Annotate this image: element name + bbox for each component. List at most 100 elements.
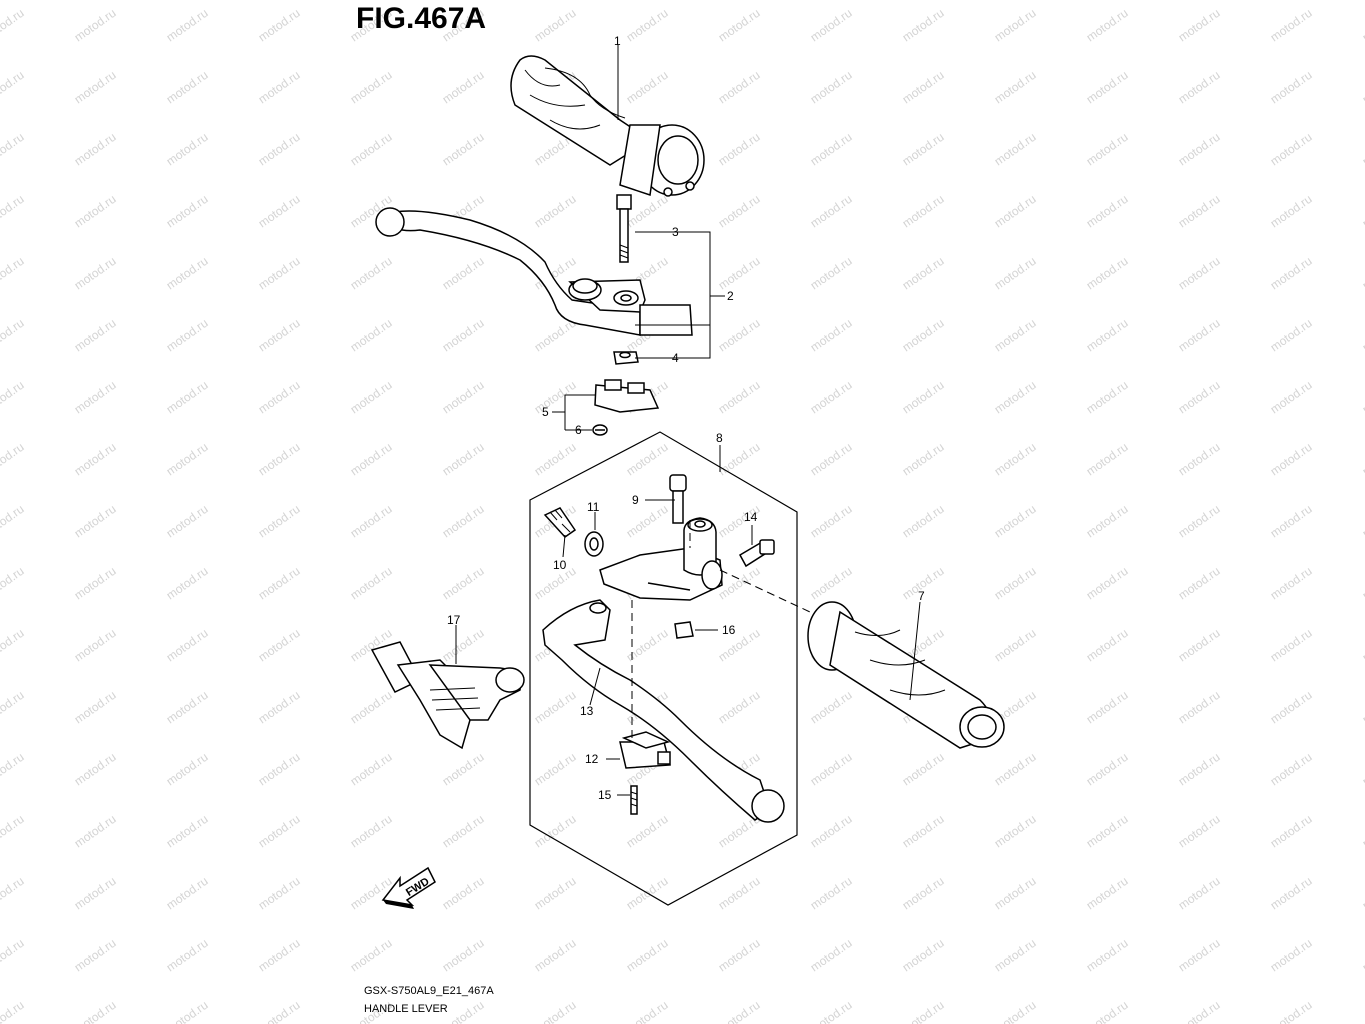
watermark-text: motod.ru bbox=[72, 6, 119, 45]
assembly-boundary-8 bbox=[529, 431, 798, 906]
watermark-text: motod.ru bbox=[1360, 68, 1365, 107]
watermark-text: motod.ru bbox=[440, 750, 487, 789]
part-screw-10[interactable] bbox=[543, 507, 577, 538]
watermark-text: motod.ru bbox=[0, 564, 27, 603]
watermark-text: motod.ru bbox=[348, 68, 395, 107]
watermark-text: motod.ru bbox=[164, 936, 211, 975]
part-throttle-grip[interactable] bbox=[510, 55, 705, 197]
part-bolt-9[interactable] bbox=[669, 474, 687, 524]
part-screw-6[interactable] bbox=[592, 424, 608, 436]
watermark-text: motod.ru bbox=[992, 874, 1039, 913]
watermark-text: motod.ru bbox=[1268, 750, 1315, 789]
part-nut-4[interactable] bbox=[613, 351, 639, 365]
watermark-text: motod.ru bbox=[1360, 812, 1365, 851]
watermark-text: motod.ru bbox=[72, 750, 119, 789]
part-clutch-lever-holder[interactable] bbox=[599, 517, 723, 601]
watermark-text: motod.ru bbox=[1360, 626, 1365, 665]
watermark-text: motod.ru bbox=[532, 812, 579, 851]
watermark-text: motod.ru bbox=[440, 874, 487, 913]
watermark-text: motod.ru bbox=[0, 874, 27, 913]
watermark-text: motod.ru bbox=[0, 998, 27, 1024]
part-bolt-14[interactable] bbox=[738, 539, 775, 568]
watermark-text: motod.ru bbox=[992, 440, 1039, 479]
watermark-text: motod.ru bbox=[992, 6, 1039, 45]
figure-caption: HANDLE LEVER bbox=[364, 1003, 448, 1015]
watermark-text: motod.ru bbox=[1268, 874, 1315, 913]
watermark-text: motod.ru bbox=[256, 936, 303, 975]
watermark-text: motod.ru bbox=[992, 936, 1039, 975]
watermark-text: motod.ru bbox=[256, 750, 303, 789]
watermark-text: motod.ru bbox=[164, 254, 211, 293]
watermark-text: motod.ru bbox=[532, 440, 579, 479]
watermark-text: motod.ru bbox=[1176, 130, 1223, 169]
watermark-text: motod.ru bbox=[440, 378, 487, 417]
watermark-text: motod.ru bbox=[532, 874, 579, 913]
watermark-text: motod.ru bbox=[624, 812, 671, 851]
watermark-text: motod.ru bbox=[72, 254, 119, 293]
watermark-text: motod.ru bbox=[72, 812, 119, 851]
part-front-brake-lever[interactable] bbox=[375, 207, 693, 336]
callout-16: 16 bbox=[722, 623, 736, 637]
watermark-text: motod.ru bbox=[348, 812, 395, 851]
watermark-text: motod.ru bbox=[1084, 936, 1131, 975]
watermark-text: motod.ru bbox=[72, 316, 119, 355]
part-clutch-switch-12[interactable] bbox=[619, 731, 671, 769]
watermark-text: motod.ru bbox=[256, 812, 303, 851]
watermark-text: motod.ru bbox=[992, 750, 1039, 789]
watermark-text: motod.ru bbox=[1176, 936, 1223, 975]
part-brake-switch-5[interactable] bbox=[594, 379, 660, 413]
watermark-text: motod.ru bbox=[716, 192, 763, 231]
watermark-text: motod.ru bbox=[0, 936, 27, 975]
watermark-text: motod.ru bbox=[808, 688, 855, 727]
watermark-text: motod.ru bbox=[624, 626, 671, 665]
watermark-text: motod.ru bbox=[1176, 998, 1223, 1024]
callout-13: 13 bbox=[580, 704, 594, 718]
watermark-text: motod.ru bbox=[992, 130, 1039, 169]
watermark-text: motod.ru bbox=[1176, 254, 1223, 293]
watermark-text: motod.ru bbox=[1360, 936, 1365, 975]
part-clutch-lever-13[interactable] bbox=[542, 599, 785, 823]
watermark-text: motod.ru bbox=[992, 192, 1039, 231]
watermark-text: motod.ru bbox=[1360, 750, 1365, 789]
watermark-text: motod.ru bbox=[164, 68, 211, 107]
watermark-text: motod.ru bbox=[1084, 192, 1131, 231]
watermark-text: motod.ru bbox=[256, 6, 303, 45]
watermark-text: motod.ru bbox=[532, 6, 579, 45]
watermark-text: motod.ru bbox=[440, 564, 487, 603]
watermark-text: motod.ru bbox=[900, 998, 947, 1024]
watermark-text: motod.ru bbox=[808, 6, 855, 45]
watermark-text: motod.ru bbox=[1176, 378, 1223, 417]
watermark-text: motod.ru bbox=[1268, 440, 1315, 479]
watermark-text: motod.ru bbox=[992, 378, 1039, 417]
watermark-text: motod.ru bbox=[440, 936, 487, 975]
watermark-text: motod.ru bbox=[716, 378, 763, 417]
watermark-text: motod.ru bbox=[164, 564, 211, 603]
watermark-text: motod.ru bbox=[900, 68, 947, 107]
watermark-text: motod.ru bbox=[1084, 688, 1131, 727]
callout-5: 5 bbox=[542, 405, 549, 419]
watermark-text: motod.ru bbox=[1084, 130, 1131, 169]
callout-7: 7 bbox=[918, 589, 925, 603]
callout-3: 3 bbox=[672, 225, 679, 239]
watermark-text: motod.ru bbox=[808, 130, 855, 169]
watermark-text: motod.ru bbox=[440, 440, 487, 479]
part-cable-adjuster-17[interactable] bbox=[370, 641, 525, 750]
callout-lines bbox=[455, 45, 921, 796]
watermark-text: motod.ru bbox=[532, 998, 579, 1024]
watermark-text: motod.ru bbox=[1268, 936, 1315, 975]
part-bolt-3[interactable] bbox=[616, 194, 632, 263]
part-right-grip-7[interactable] bbox=[807, 601, 1005, 749]
watermark-text: motod.ru bbox=[0, 750, 27, 789]
part-nut-16[interactable] bbox=[674, 621, 694, 639]
watermark-text: motod.ru bbox=[808, 564, 855, 603]
watermark-text: motod.ru bbox=[1268, 192, 1315, 231]
watermark-text: motod.ru bbox=[256, 502, 303, 541]
watermark-text: motod.ru bbox=[716, 6, 763, 45]
watermark-text: motod.ru bbox=[164, 874, 211, 913]
watermark-text: motod.ru bbox=[164, 812, 211, 851]
part-screw-15[interactable] bbox=[630, 785, 638, 815]
watermark-text: motod.ru bbox=[900, 130, 947, 169]
part-washer-11[interactable] bbox=[584, 531, 604, 557]
watermark-text: motod.ru bbox=[0, 502, 27, 541]
callout-2: 2 bbox=[727, 289, 734, 303]
